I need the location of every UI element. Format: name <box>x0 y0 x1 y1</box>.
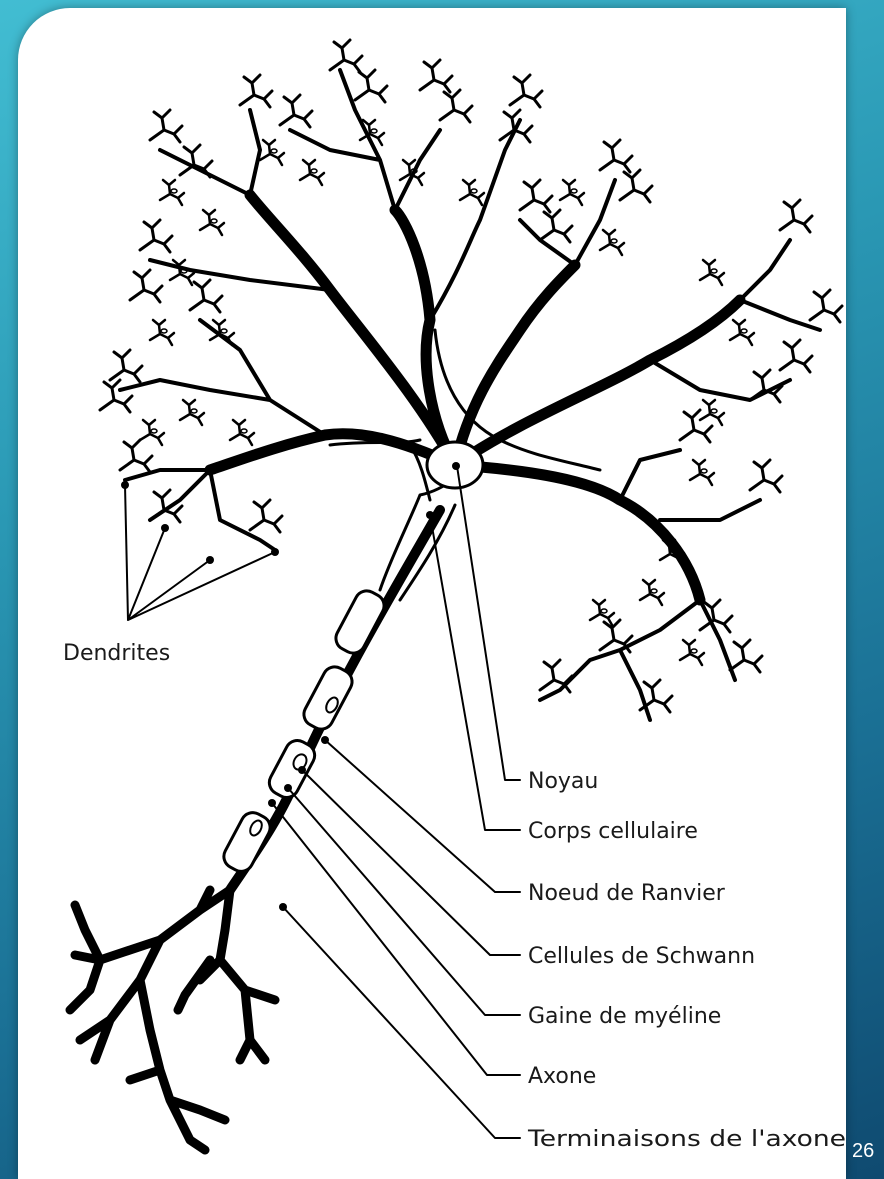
axon-terminals <box>70 890 275 1150</box>
dendrite-tufts <box>100 40 842 712</box>
label-corps-cellulaire: Corps cellulaire <box>528 819 698 844</box>
dendrite-trunks <box>210 195 740 600</box>
label-noyau: Noyau <box>528 769 598 794</box>
label-cellules-de-schwann: Cellules de Schwann <box>528 944 755 969</box>
label-dendrites: Dendrites <box>63 641 170 666</box>
leader-lines <box>121 466 520 1138</box>
label-noeud-de-ranvier: Noeud de Ranvier <box>528 881 726 906</box>
dendrite-branches <box>120 70 820 720</box>
slide-number: 26 <box>852 1140 874 1163</box>
schwann-cells <box>220 587 389 876</box>
label-gaine-de-myeline: Gaine de myéline <box>528 1004 721 1029</box>
label-axone: Axone <box>528 1064 596 1089</box>
label-terminaisons: Terminaisons de l'axone <box>527 1127 846 1152</box>
